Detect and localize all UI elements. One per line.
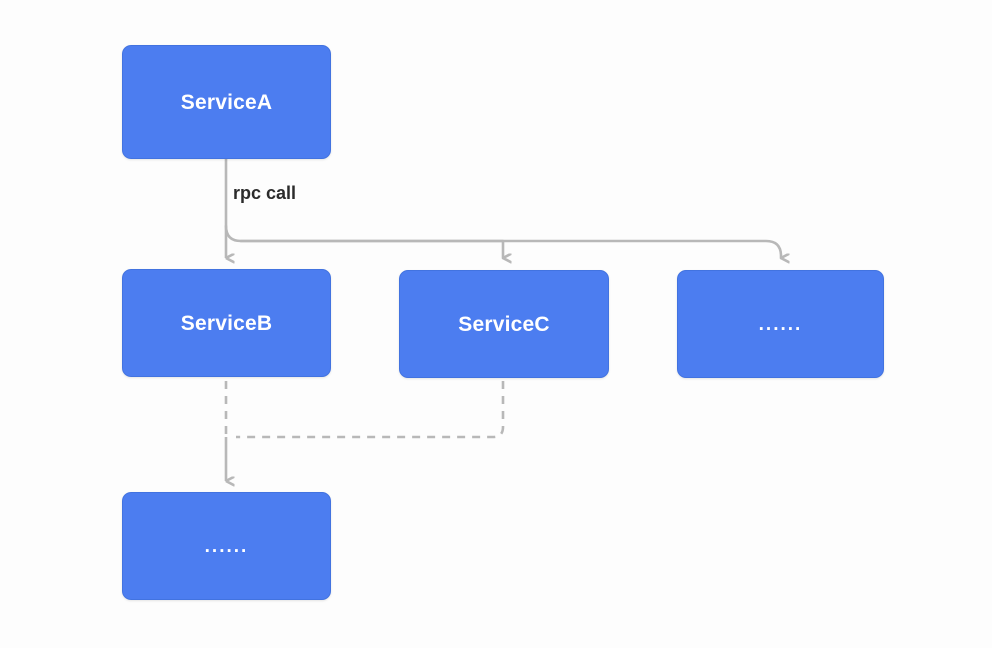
node-service-c[interactable]: ServiceC (399, 270, 609, 378)
node-more-services-row2-label: ...... (758, 313, 803, 335)
node-service-c-label: ServiceC (458, 312, 550, 336)
edge-service-a-to-more-1 (239, 239, 781, 258)
edge-service-c-to-more-2 (236, 381, 505, 439)
node-service-b-label: ServiceB (180, 311, 273, 335)
node-service-a-label: ServiceA (180, 90, 273, 114)
node-more-services-row3-label: ...... (204, 535, 249, 557)
node-service-a[interactable]: ServiceA (122, 45, 331, 159)
node-service-b[interactable]: ServiceB (122, 269, 331, 377)
node-more-services-row3[interactable]: ...... (122, 492, 331, 600)
edge-label-rpc-call: rpc call (233, 183, 297, 203)
edge-service-a-to-service-c (224, 224, 503, 258)
node-more-services-row2[interactable]: ...... (677, 270, 884, 378)
